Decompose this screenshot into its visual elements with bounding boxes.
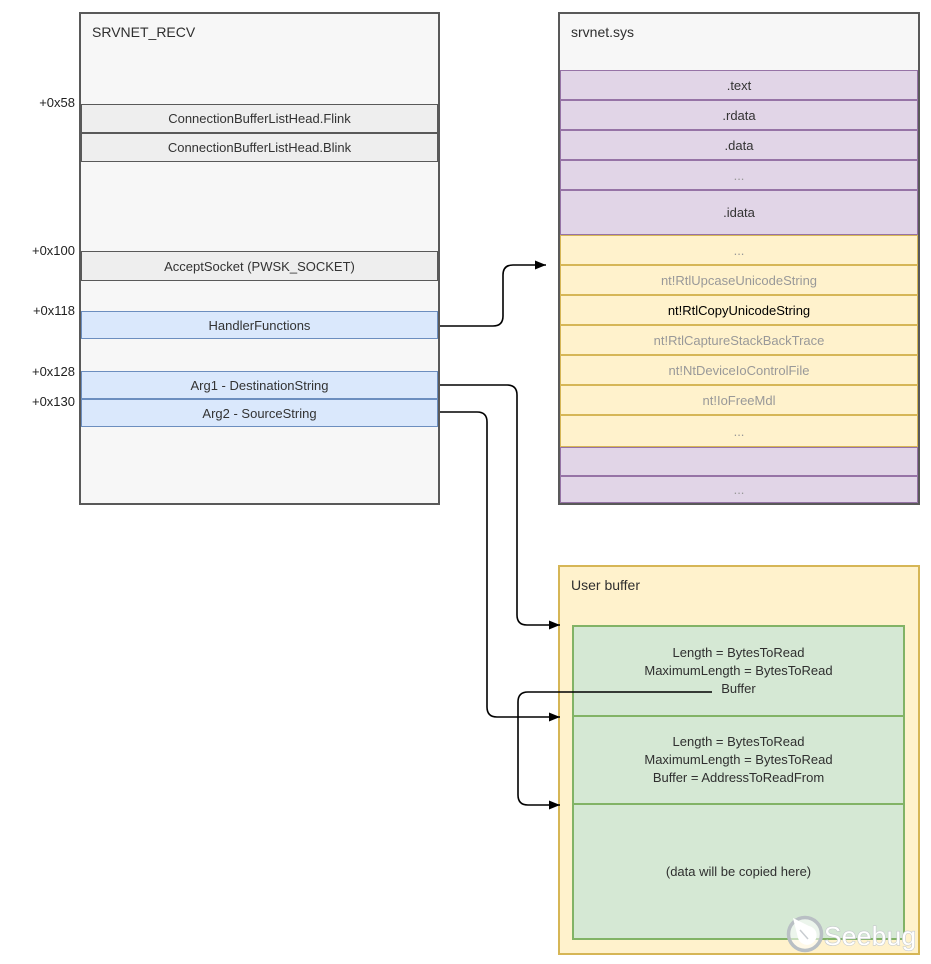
unicode-string-buffers: Length = BytesToRead MaximumLength = Byt… — [572, 625, 905, 940]
us2-length: Length = BytesToRead — [672, 734, 805, 749]
arrow-arg1-to-unicode-string-1 — [440, 384, 560, 630]
iat-iofreemdl: nt!IoFreeMdl — [560, 385, 918, 415]
us1-buffer: Buffer — [721, 681, 756, 696]
seebug-logo-slit — [799, 929, 809, 940]
us1-maxlength: MaximumLength = BytesToRead — [644, 663, 833, 678]
iat-rtlupcaseunicodestring: nt!RtlUpcaseUnicodeString — [560, 265, 918, 295]
seebug-watermark: Seebug — [786, 915, 917, 953]
section-rdata: .rdata — [560, 100, 918, 130]
section-empty — [560, 447, 918, 476]
arrow-arg2-to-unicode-string-2 — [440, 411, 560, 722]
iat-rtlcapturestackbacktrace: nt!RtlCaptureStackBackTrace — [560, 325, 918, 355]
srvnet-recv-box: SRVNET_RECV ConnectionBufferListHead.Fli… — [79, 12, 440, 505]
field-connectionbufferlisthead-flink: ConnectionBufferListHead.Flink — [81, 104, 438, 133]
srvnet-recv-title: SRVNET_RECV — [92, 24, 196, 40]
us1-length: Length = BytesToRead — [672, 645, 805, 660]
section-ellipsis: ... — [560, 160, 918, 190]
offset-0x118: +0x118 — [32, 303, 75, 318]
srvnet-sys-box: srvnet.sys .text .rdata .data ... .idata… — [558, 12, 920, 505]
data-copied-note: (data will be copied here) — [665, 863, 812, 879]
field-handlerfunctions: HandlerFunctions — [81, 311, 438, 339]
iat-ntdeviceiocontrolfile: nt!NtDeviceIoControlFile — [560, 355, 918, 385]
us2-buffer: Buffer = AddressToReadFrom — [652, 770, 825, 785]
field-arg1-destinationstring: Arg1 - DestinationString — [81, 371, 438, 399]
seebug-logo-needle — [793, 918, 817, 945]
field-acceptsocket: AcceptSocket (PWSK_SOCKET) — [81, 251, 438, 281]
arrow-handlerfunctions-to-iat — [440, 260, 546, 327]
user-buffer-box: User buffer Length = BytesToRead Maximum… — [558, 565, 920, 955]
us2-maxlength: MaximumLength = BytesToRead — [644, 752, 833, 767]
iat-ellipsis-top: ... — [560, 235, 918, 265]
data-destination: (data will be copied here) — [574, 805, 903, 938]
offset-0x128: +0x128 — [31, 364, 75, 379]
seebug-watermark-text: Seebug — [824, 921, 917, 951]
iat-ellipsis-bottom: ... — [560, 415, 918, 447]
unicode-string-2: Length = BytesToRead MaximumLength = Byt… — [574, 717, 903, 805]
field-arg2-sourcestring: Arg2 - SourceString — [81, 399, 438, 427]
section-ellipsis-bottom: ... — [560, 476, 918, 503]
srvnet-sys-title: srvnet.sys — [571, 24, 635, 40]
field-connectionbufferlisthead-blink: ConnectionBufferListHead.Blink — [81, 133, 438, 162]
unicode-string-1: Length = BytesToRead MaximumLength = Byt… — [574, 627, 903, 717]
offset-0x100: +0x100 — [31, 243, 75, 258]
offset-0x130: +0x130 — [31, 394, 75, 409]
section-text: .text — [560, 70, 918, 100]
section-data: .data — [560, 130, 918, 160]
iat-rtlcopyunicodestring: nt!RtlCopyUnicodeString — [560, 295, 918, 325]
user-buffer-title: User buffer — [571, 577, 640, 593]
section-idata: .idata — [560, 190, 918, 235]
offset-0x58: +0x58 — [39, 95, 75, 110]
